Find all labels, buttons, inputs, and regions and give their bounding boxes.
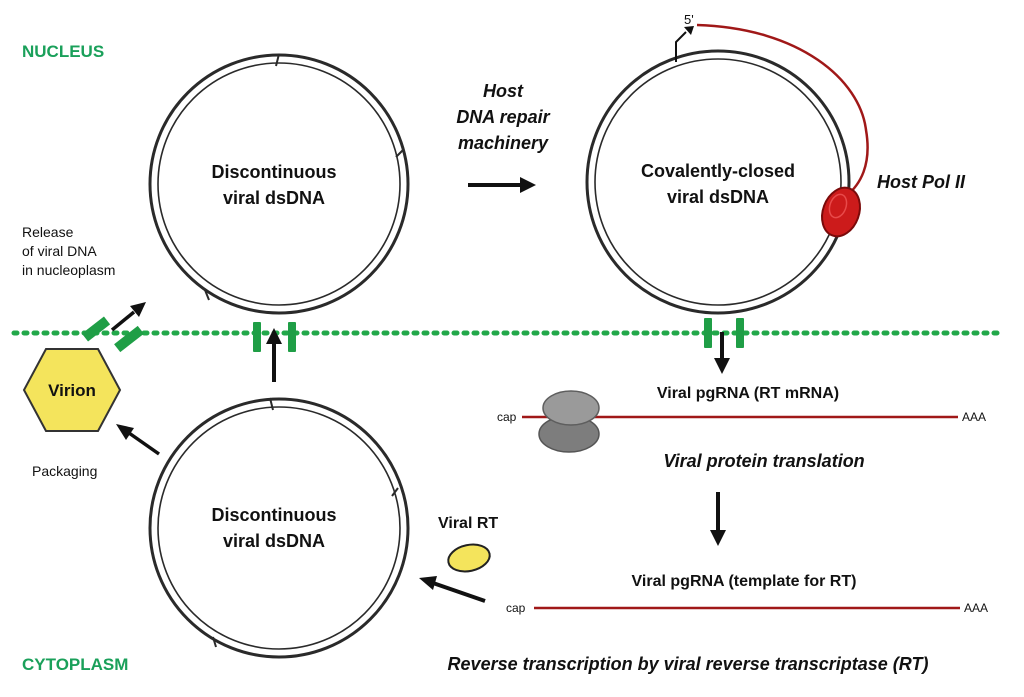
nucleus-label: NUCLEUS — [22, 42, 104, 61]
top-right-circle-label-line1: Covalently-closed — [641, 161, 795, 181]
release-arrow — [110, 302, 146, 332]
repair-arrow — [468, 177, 536, 193]
nuclear-pore-left — [253, 322, 296, 352]
host-pol-ii-label: Host Pol II — [877, 172, 966, 192]
host-repair-label-line2: DNA repair — [456, 107, 550, 127]
viral-rt-enzyme — [447, 543, 491, 573]
cytoplasm-label: CYTOPLASM — [22, 655, 128, 674]
release-label-line2: of viral DNA — [22, 243, 97, 259]
release-label-line1: Release — [22, 224, 74, 240]
pgrna-mrna-label: Viral pgRNA (RT mRNA) — [657, 385, 839, 402]
packaging-label: Packaging — [32, 463, 97, 479]
viral-rt-label: Viral RT — [438, 515, 498, 532]
ribosome — [538, 390, 600, 453]
virion-label: Virion — [48, 381, 96, 400]
nascent-rna-transcript — [696, 23, 869, 197]
nuclear-export-arrow — [714, 332, 730, 374]
five-prime-label: 5' — [684, 12, 694, 27]
reverse-transcription-arrow — [419, 576, 486, 603]
host-repair-label-line1: Host — [483, 81, 524, 101]
nuclear-pore-right — [704, 318, 744, 348]
pgrna-template-label: Viral pgRNA (template for RT) — [632, 573, 857, 590]
bottom-circle-label-line2: viral dsDNA — [223, 531, 325, 551]
aaa-label-1: AAA — [962, 410, 986, 424]
packaging-arrow — [116, 424, 161, 456]
virion-hexagon — [22, 348, 122, 432]
discontinuous-dsdna-top-circle — [148, 53, 410, 315]
host-pol-ii-enzyme — [821, 186, 861, 238]
release-label-line3: in nucleoplasm — [22, 262, 115, 278]
cap-label-1: cap — [497, 410, 517, 424]
covalently-closed-dsdna-circle — [585, 49, 851, 315]
discontinuous-dsdna-bottom-circle — [148, 397, 410, 659]
protein-translation-label: Viral protein translation — [663, 451, 864, 471]
nuclear-import-arrow — [266, 328, 282, 382]
host-repair-label-line3: machinery — [458, 133, 549, 153]
bottom-circle-label-line1: Discontinuous — [212, 505, 337, 525]
translation-to-template-arrow — [710, 492, 726, 546]
aaa-label-2: AAA — [964, 601, 988, 615]
top-circle-label-line1: Discontinuous — [212, 162, 337, 182]
cap-label-2: cap — [506, 601, 526, 615]
reverse-transcription-label: Reverse transcription by viral reverse t… — [448, 654, 929, 674]
transcription-start-arrow — [675, 26, 694, 62]
release-pore-fragments — [81, 316, 144, 353]
top-circle-label-line2: viral dsDNA — [223, 188, 325, 208]
top-right-circle-label-line2: viral dsDNA — [667, 187, 769, 207]
